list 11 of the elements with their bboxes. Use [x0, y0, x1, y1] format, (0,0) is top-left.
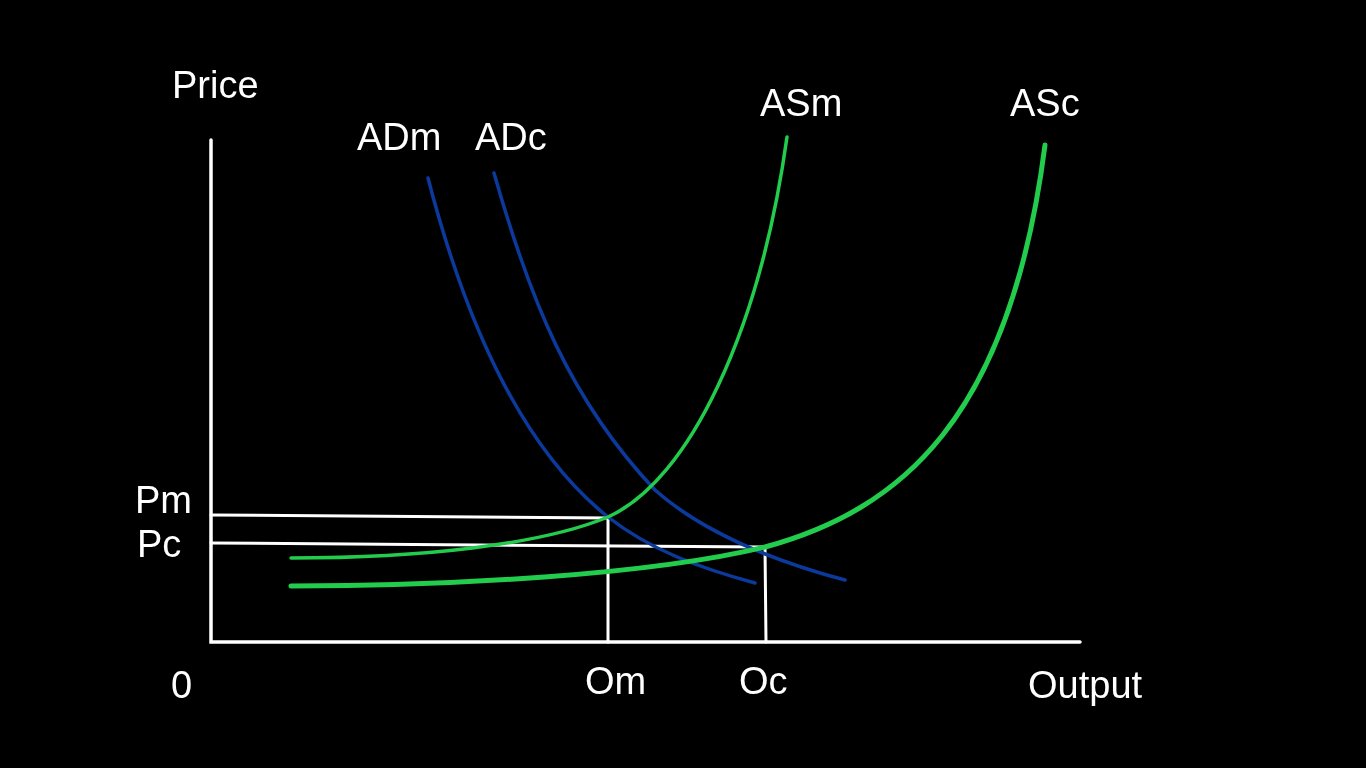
curve-label: ADc — [475, 118, 547, 156]
curve-label: ADm — [357, 118, 442, 156]
tick-label: Om — [585, 662, 647, 700]
x-axis-label: Output — [1028, 666, 1143, 704]
origin-label: 0 — [171, 666, 193, 704]
y-axis-label: Price — [172, 66, 259, 104]
tick-label: Pm — [135, 481, 192, 519]
curve-label: ASc — [1010, 84, 1080, 122]
tick-label: Oc — [739, 662, 788, 700]
tick-label: Pc — [137, 525, 182, 563]
curve-label: ASm — [760, 84, 843, 122]
